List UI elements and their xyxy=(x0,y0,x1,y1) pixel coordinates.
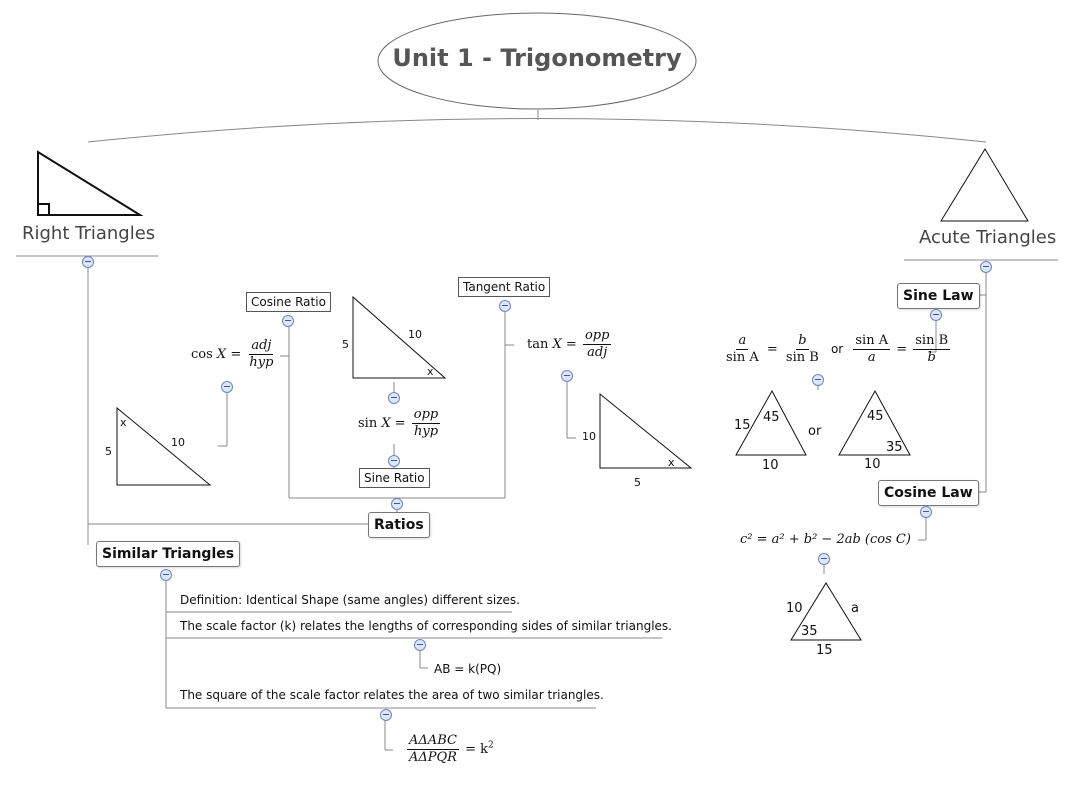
sine-triangle xyxy=(352,295,447,379)
sine-ratio-collapse-toggle[interactable] xyxy=(391,498,403,510)
cosine-law-tri-right: a xyxy=(851,601,859,616)
tangent-tri-label-5: 5 xyxy=(634,476,641,489)
acute-triangles-collapse-toggle[interactable] xyxy=(980,261,992,273)
tangent-formula-collapse-toggle[interactable] xyxy=(561,370,573,382)
sine-ratio-box[interactable]: Sine Ratio xyxy=(359,468,430,488)
tangent-tri-label-x: x xyxy=(668,456,675,469)
root-ellipse xyxy=(377,12,697,110)
sine-tri-label-x: x xyxy=(427,365,434,378)
similar-scale-factor[interactable]: The scale factor (k) relates the lengths… xyxy=(180,619,672,633)
similar-triangles-topic[interactable]: Similar Triangles xyxy=(96,541,241,567)
sine-law-triangle-1 xyxy=(735,389,807,456)
sine-tri-label-10: 10 xyxy=(408,328,422,341)
cosine-tri-label-x: x xyxy=(120,416,127,429)
right-triangles-collapse-toggle[interactable] xyxy=(82,256,94,268)
sine-law-tri2-angle1: 45 xyxy=(867,409,884,424)
scale-factor-collapse-toggle[interactable] xyxy=(414,639,426,651)
cosine-law-tri-angle: 35 xyxy=(801,624,818,639)
tangent-ratio-box[interactable]: Tangent Ratio xyxy=(458,277,551,297)
sine-law-tri2-base: 10 xyxy=(864,457,881,472)
cosine-triangle xyxy=(116,406,212,486)
cosine-law-topic[interactable]: Cosine Law xyxy=(878,480,979,506)
similar-definition[interactable]: Definition: Identical Shape (same angles… xyxy=(180,593,520,607)
cosine-law-tri-left: 10 xyxy=(786,601,803,616)
sine-law-collapse-toggle[interactable] xyxy=(930,309,942,321)
right-triangles-label[interactable]: Right Triangles xyxy=(22,223,156,244)
sine-law-tri2-angle2: 35 xyxy=(886,440,903,455)
cosine-law-collapse-toggle[interactable] xyxy=(920,506,932,518)
sine-law-topic[interactable]: Sine Law xyxy=(897,283,980,309)
acute-triangle-icon xyxy=(940,148,1029,222)
sine-law-tri1-angle: 45 xyxy=(763,410,780,425)
sine-law-tri1-base: 10 xyxy=(762,458,779,473)
cosine-ratio-box[interactable]: Cosine Ratio xyxy=(246,292,331,312)
root-title[interactable]: Unit 1 - Trigonometry xyxy=(392,44,682,72)
sine-tri-label-5: 5 xyxy=(342,338,349,351)
similar-area[interactable]: The square of the scale factor relates t… xyxy=(180,688,604,702)
area-collapse-toggle[interactable] xyxy=(380,709,392,721)
tangent-tri-label-10: 10 xyxy=(582,430,596,443)
cosine-law-triangle xyxy=(790,582,862,641)
ratios-topic[interactable]: Ratios xyxy=(368,512,430,538)
sine-law-triangle-2 xyxy=(838,389,911,456)
cosine-ratio-collapse-toggle[interactable] xyxy=(282,315,294,327)
cosine-formula-collapse-toggle[interactable] xyxy=(221,381,233,393)
sine-law-formula-collapse-toggle[interactable] xyxy=(812,374,824,386)
scale-equation: AB = k(PQ) xyxy=(434,662,502,676)
tangent-ratio-collapse-toggle[interactable] xyxy=(499,300,511,312)
cosine-law-formula: c² = a² + b² − 2ab (cos C) xyxy=(740,532,911,547)
cosine-tri-label-5: 5 xyxy=(105,445,112,458)
cosine-tri-label-10: 10 xyxy=(171,436,185,449)
cosine-law-tri-base: 15 xyxy=(816,643,833,658)
acute-triangles-label[interactable]: Acute Triangles xyxy=(919,227,1057,248)
sine-formula-collapse-toggle[interactable] xyxy=(388,455,400,467)
sine-law-tri1-side: 15 xyxy=(734,418,751,433)
cosine-law-formula-collapse-toggle[interactable] xyxy=(818,553,830,565)
tangent-triangle xyxy=(599,392,693,469)
sine-triangle-collapse-toggle[interactable] xyxy=(388,392,400,404)
sine-law-or-label: or xyxy=(808,424,822,439)
right-triangle-icon xyxy=(37,150,144,216)
similar-triangles-collapse-toggle[interactable] xyxy=(160,569,172,581)
